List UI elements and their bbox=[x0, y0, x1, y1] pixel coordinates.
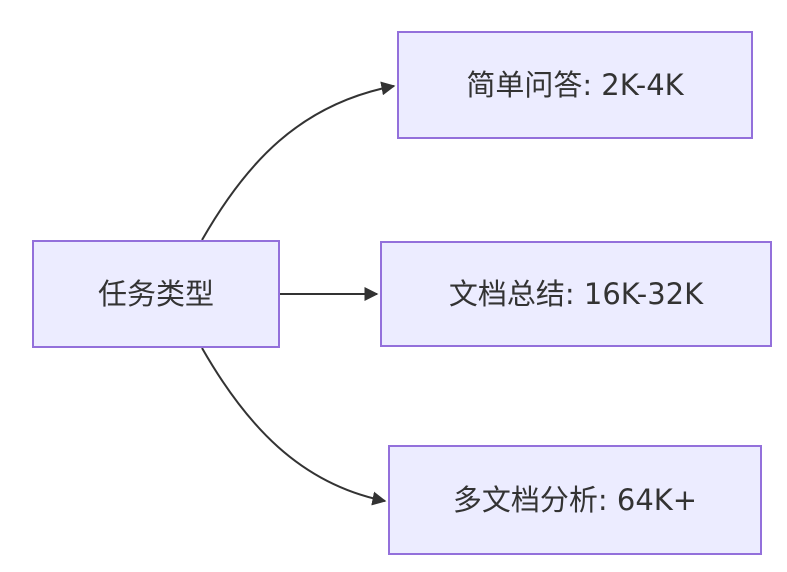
node-task-type: 任务类型 bbox=[32, 240, 280, 348]
edge-root-to-multidoc bbox=[201, 347, 387, 506]
node-multidoc-analysis: 多文档分析: 64K+ bbox=[388, 445, 762, 555]
node-doc-summary: 文档总结: 16K-32K bbox=[380, 241, 772, 347]
edge-root-to-simple-qa bbox=[201, 81, 396, 241]
node-simple-qa: 简单问答: 2K-4K bbox=[397, 31, 753, 139]
